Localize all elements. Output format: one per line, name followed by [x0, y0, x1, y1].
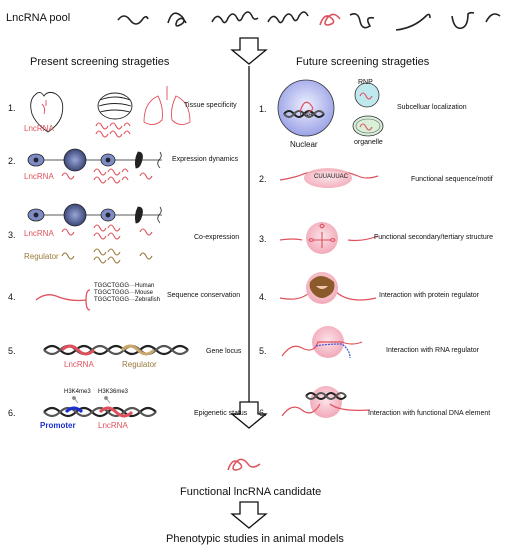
secondary-structure-graphic [279, 222, 379, 254]
left-item-3-lncrna: LncRNA [24, 229, 54, 238]
right-item-2-label: Functional sequence/motif [411, 176, 493, 183]
development-series-3 [27, 203, 162, 227]
organelle-label: organelle [354, 139, 383, 146]
nuclear-label: Nuclear [290, 140, 318, 149]
candidate-label: Functional lncRNA candidate [180, 486, 322, 498]
seq-zebrafish: TGGCTGGG [94, 297, 129, 303]
gene-locus-dna [43, 344, 189, 356]
motif-sequence: CUUAUUAC [314, 174, 349, 180]
left-item-2-lncrna: LncRNA [24, 172, 54, 181]
left-item-3-number: 3. [8, 230, 16, 240]
left-item-5-number: 5. [8, 346, 16, 356]
rna-interaction-graphic [281, 326, 363, 359]
species-mouse: Mouse [135, 290, 154, 296]
left-item-6-number: 6. [8, 408, 16, 418]
left-item-4-label: Sequence conservation [167, 292, 241, 299]
candidate-squiggle [227, 458, 261, 471]
organelle-graphic [352, 115, 384, 137]
left-item-5-regulator: Regulator [122, 360, 157, 369]
right-item-1-number: 1. [259, 104, 267, 114]
tissue-icons [30, 86, 191, 133]
protein-interaction-graphic [279, 272, 377, 304]
left-item-2-label: Expression dynamics [172, 156, 239, 163]
rnp-label: RNP [358, 79, 373, 86]
left-item-5-label: Gene locus [206, 348, 242, 355]
right-item-5-number: 5. [259, 346, 267, 356]
motif-graphic [279, 168, 379, 188]
tissue-lncrna-squiggles [95, 122, 131, 138]
rnp-graphic [354, 82, 380, 108]
histone-mark-1: H3K4me3 [64, 389, 91, 395]
conservation-alignment: TGGCTGGG···Human TGGCTGGG···Mouse TGGCTG… [94, 283, 161, 303]
histone-mark-pins [72, 396, 111, 404]
coexpression-squiggles [61, 224, 153, 264]
right-item-2-number: 2. [259, 174, 267, 184]
left-column-title: Present screening strageties [30, 56, 170, 68]
dna-interaction-graphic [281, 386, 371, 418]
bottom-down-arrow [230, 501, 268, 529]
species-human: Human [135, 283, 155, 289]
right-item-4-number: 4. [259, 292, 267, 302]
lncrna-pool-squiggles [117, 11, 501, 31]
species-zebrafish: Zebrafish [135, 297, 161, 303]
right-column-title: Future screening strageties [296, 56, 430, 68]
dna-label: DNA [300, 112, 313, 118]
conservation-rna [35, 289, 91, 311]
left-item-2-number: 2. [8, 156, 16, 166]
middle-down-arrow [230, 401, 268, 429]
seq-mouse: TGGCTGGG [94, 290, 129, 296]
left-item-6-label: Epigenetic status [194, 410, 248, 417]
left-item-3-label: Co-expression [194, 234, 240, 241]
left-item-6-promoter: Promoter [40, 421, 76, 430]
right-item-5-label: Interaction with RNA regulator [386, 347, 479, 354]
left-item-3-regulator: Regulator [24, 252, 59, 261]
right-item-4-label: Interaction with protein regulator [379, 292, 479, 299]
epigenetic-dna [43, 406, 157, 418]
left-item-1-lncrna: LncRNA [24, 124, 54, 133]
development-series-2 [27, 148, 162, 172]
right-item-1-label: Subcelluar localization [397, 104, 467, 111]
phenotype-label: Phenotypic studies in animal models [166, 533, 344, 545]
right-item-3-number: 3. [259, 234, 267, 244]
left-item-1-label: Tissue specificity [184, 102, 237, 109]
seq-human: TGGCTGGG [94, 283, 129, 289]
right-item-6-number: 6. [259, 408, 267, 418]
right-item-3-label: Functional secondary/tertiary structure [374, 234, 494, 241]
left-item-1-number: 1. [8, 103, 16, 113]
nucleus-graphic [277, 79, 335, 137]
left-item-4-number: 4. [8, 292, 16, 302]
expression-squiggles-2 [61, 168, 153, 184]
top-down-arrow [230, 37, 268, 65]
right-item-6-label: Interaction with functional DNA element [368, 410, 491, 417]
histone-mark-2: H3K36me3 [98, 389, 129, 395]
left-item-5-lncrna: LncRNA [64, 360, 94, 369]
lncrna-pool-label: LncRNA pool [6, 12, 71, 24]
left-item-6-lncrna: LncRNA [98, 421, 128, 430]
